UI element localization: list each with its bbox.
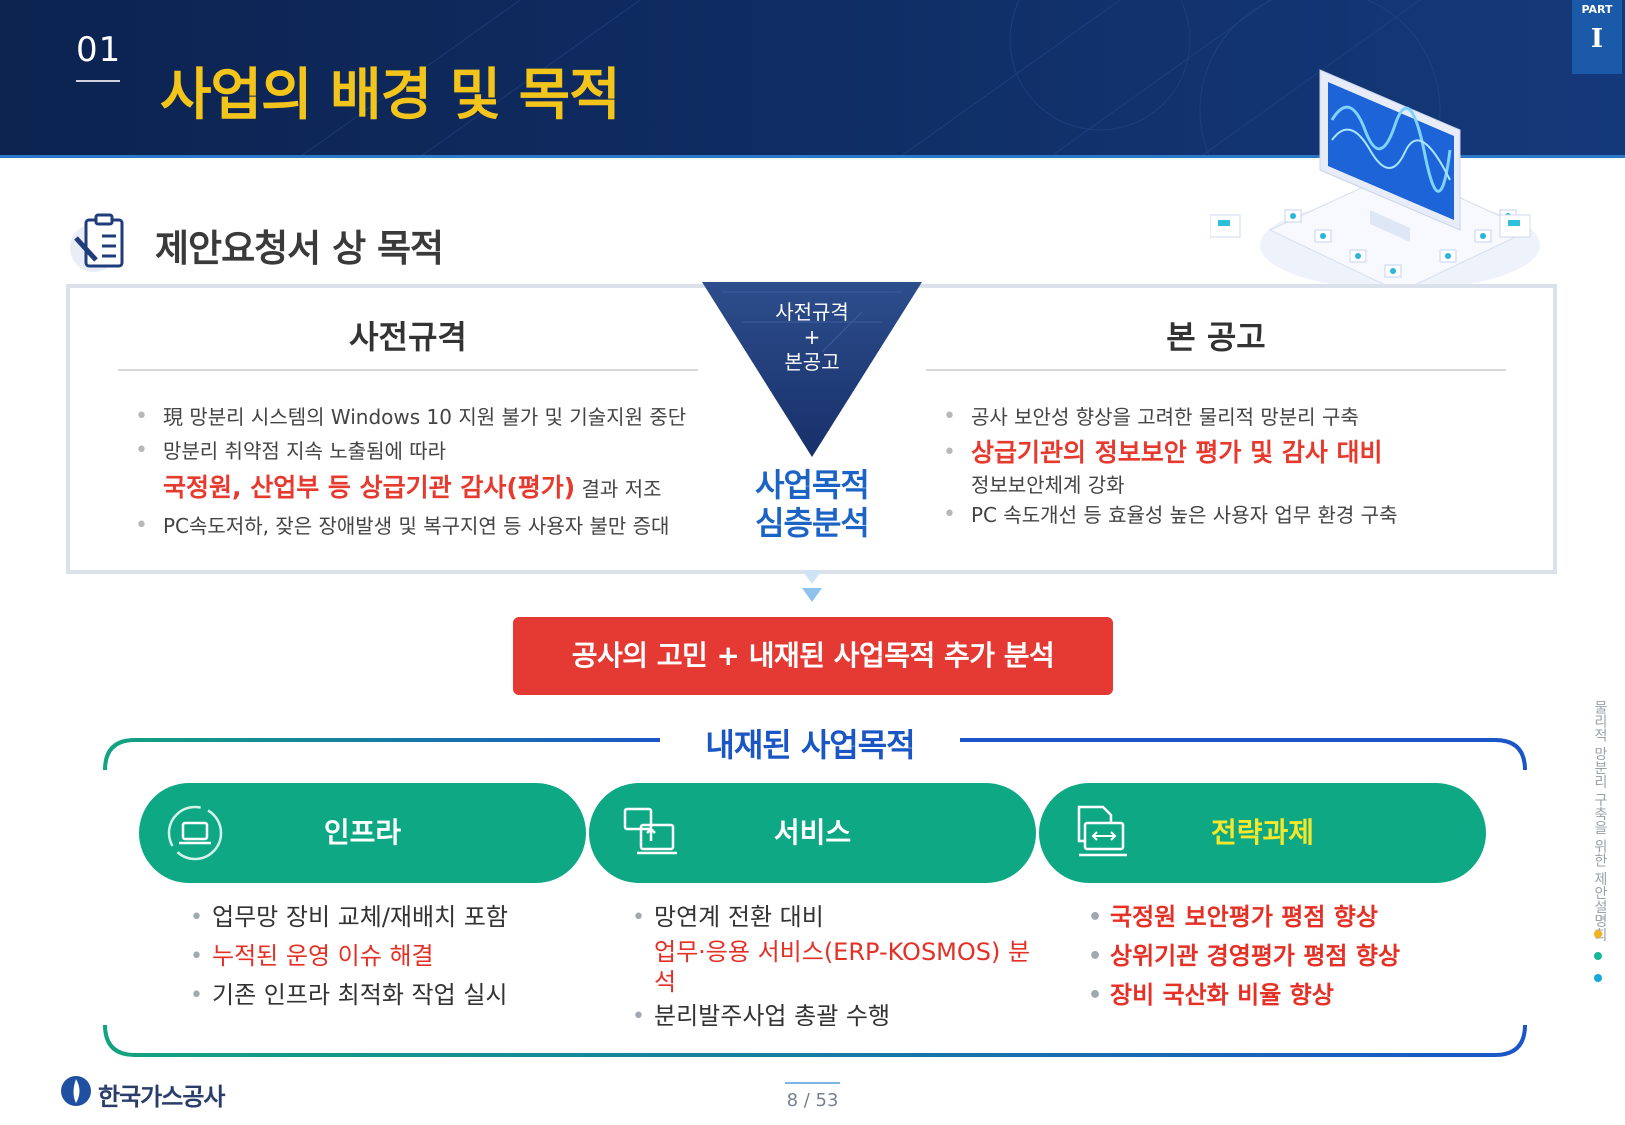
list-item-text: 망연계 전환 대비 [654,903,824,931]
list-item: 누적된 운영 이슈 해결 [190,937,590,976]
part-number: I [1590,24,1604,54]
clipboard-icon [70,213,124,272]
category-label: 전략과제 [1210,816,1315,849]
header-decoration [299,0,1441,157]
highlight-text: 상급기관의 정보보안 평가 및 감사 대비 [971,438,1383,467]
category-label: 서비스 [773,816,852,849]
category-pill-infra: 인프라 [139,783,586,883]
main-notice-list: 공사 보안성 향상을 고려한 물리적 망분리 구축 상급기관의 정보보안 평가 … [941,400,1541,532]
list-item: 장비 국산화 비율 향상 [1088,976,1508,1015]
page-title: 사업의 배경 및 목적 [160,63,621,128]
purpose-bracket [103,738,1527,1057]
company-name: 한국가스공사 [98,1083,225,1111]
side-dot-yellow [1594,930,1602,938]
triangle-plus: + [803,325,821,349]
monitor-illustration [1210,69,1540,319]
pre-spec-divider [118,369,698,371]
triangle-line1: 사전규격 [775,300,849,324]
section-number-underline [76,80,120,82]
inner-purpose-title: 내재된 사업목적 [660,720,960,766]
company-logo-icon [61,1076,91,1106]
side-caption: 물리적 망분리 구축을 위한 제안설명회 [1592,700,1608,942]
category-pill-strategy: 전략과제 [1039,783,1486,883]
list-item-subtext: 업무·응용 서비스(ERP-KOSMOS) 분석 [654,938,1031,996]
list-item: 분리발주사업 총괄 수행 [632,997,1052,1036]
service-items: 망연계 전환 대비 업무·응용 서비스(ERP-KOSMOS) 분석 분리발주사… [632,898,1052,1036]
infra-items: 업무망 장비 교체/재배치 포함 누적된 운영 이슈 해결 기존 인프라 최적화… [190,898,590,1015]
list-item-highlight-line: 국정원, 산업부 등 상급기관 감사(평가) 결과 저조 [163,468,713,509]
part-label: PART [1581,3,1613,16]
down-arrow-icon [802,570,822,602]
refresh-laptop-icon [167,805,223,861]
side-dot-green [1594,952,1602,960]
purpose-line2: 심층분석 [755,504,870,542]
pre-spec-title: 사전규격 [349,318,467,356]
list-item: 공사 보안성 향상을 고려한 물리적 망분리 구축 [941,400,1541,434]
list-item: 상위기관 경영평가 평점 향상 [1088,937,1508,976]
pre-spec-list: 現 망분리 시스템의 Windows 10 지원 불가 및 기술지원 중단 망분… [133,400,713,543]
analysis-banner: 공사의 고민 + 내재된 사업목적 추가 분석 [513,617,1113,695]
main-notice-title: 본 공고 [1166,318,1266,356]
main-notice-divider [926,369,1506,371]
list-item: 망연계 전환 대비 업무·응용 서비스(ERP-KOSMOS) 분석 [632,898,1052,997]
triangle-text: 사전규격 + 본공고 [722,300,902,375]
list-item-text: 망분리 취약점 지속 노출됨에 따라 [163,439,447,463]
list-item: PC 속도개선 등 효율성 높은 사용자 업무 환경 구축 [941,498,1541,532]
header-rule [0,155,1625,158]
highlight-text: 국정원, 산업부 등 상급기관 감사(평가) [163,473,576,502]
center-triangle [702,282,922,457]
list-item: 기존 인프라 최적화 작업 실시 [190,976,590,1015]
list-item: 現 망분리 시스템의 Windows 10 지원 불가 및 기술지원 중단 [133,400,713,434]
page-number: 8 / 53 [786,1090,839,1111]
page-number-line [785,1082,840,1084]
list-item: PC속도저하, 잦은 장애발생 및 복구지연 등 사용자 불만 증대 [133,509,713,543]
list-item: 업무망 장비 교체/재배치 포함 [190,898,590,937]
triangle-line3: 본공고 [784,350,840,374]
list-item: 상급기관의 정보보안 평가 및 감사 대비 정보보안체계 강화 [941,434,1541,498]
screens-transfer-icon [623,807,677,855]
purpose-line1: 사업목적 [755,466,870,504]
side-dot-blue [1594,974,1602,982]
list-item: 망분리 취약점 지속 노출됨에 따라 국정원, 산업부 등 상급기관 감사(평가… [133,434,713,509]
list-item: 국정원 보안평가 평점 향상 [1088,898,1508,937]
section-number: 01 [76,30,122,70]
category-label: 인프라 [323,816,402,849]
document-laptop-icon [1077,805,1127,857]
highlight-suffix: 결과 저조 [581,477,662,501]
part-badge: PART I [1572,0,1622,74]
category-pill-service: 서비스 [589,783,1036,883]
section-heading: 제안요청서 상 목적 [155,227,444,270]
highlight-sub-text: 정보보안체계 강화 [971,473,1125,497]
purpose-analysis-text: 사업목적 심층분석 [722,466,902,542]
strategy-items: 국정원 보안평가 평점 향상 상위기관 경영평가 평점 향상 장비 국산화 비율… [1088,898,1508,1015]
